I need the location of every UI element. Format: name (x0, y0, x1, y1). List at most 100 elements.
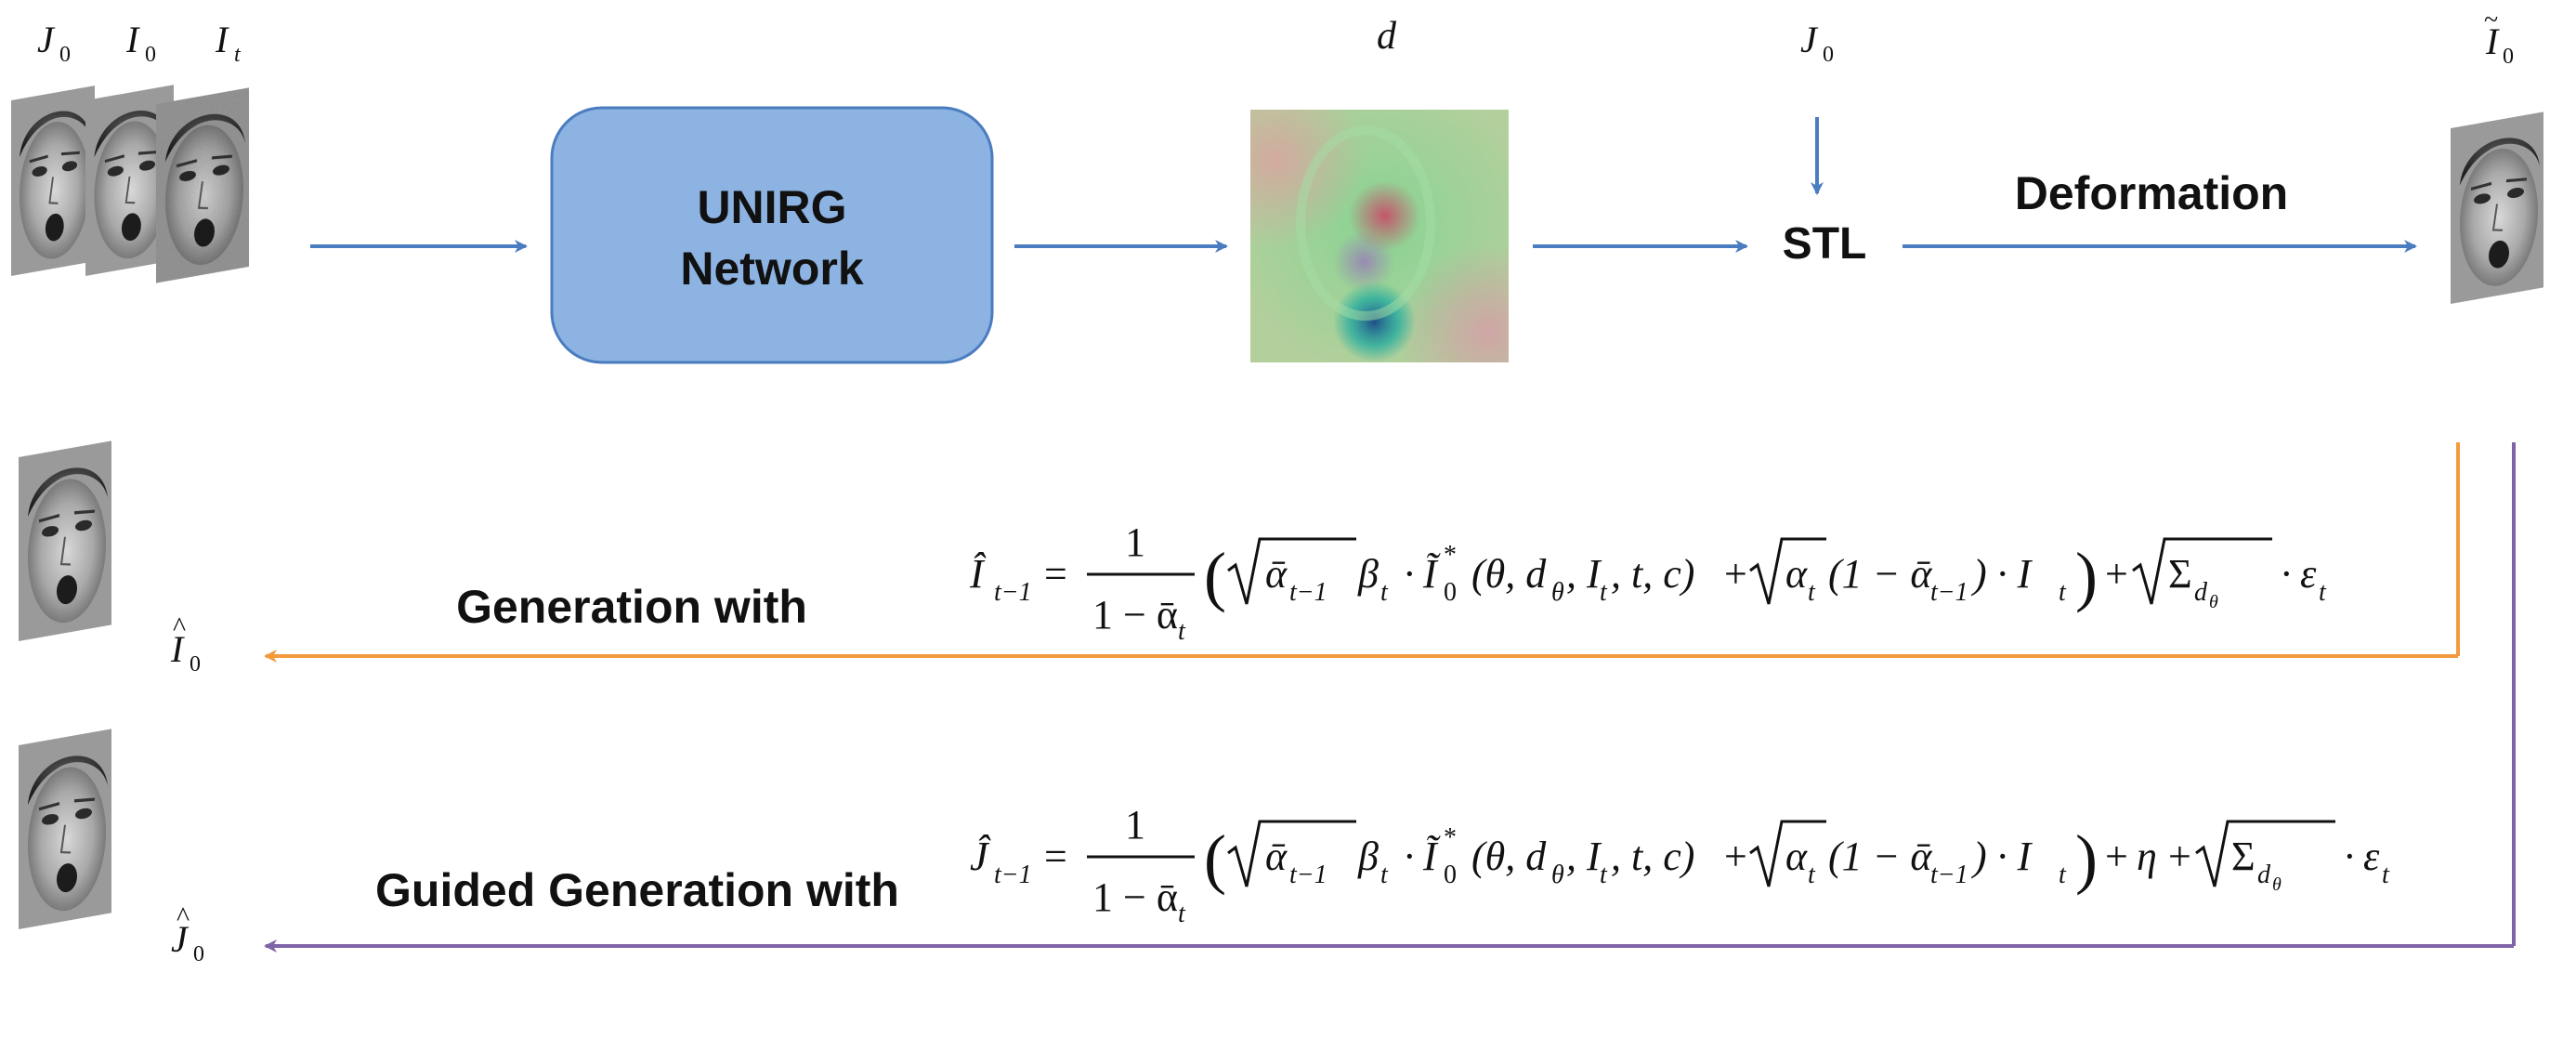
svg-text:1 − ᾱ: 1 − ᾱ (1092, 874, 1178, 920)
stl-input-label-j0: J 0 (1800, 19, 1834, 67)
svg-text:(: ( (1204, 539, 1226, 613)
svg-text:I: I (125, 19, 140, 60)
svg-text:t: t (234, 43, 242, 67)
svg-text:t: t (1600, 861, 1608, 889)
svg-text:I: I (170, 628, 185, 670)
svg-text:α: α (1785, 551, 1808, 597)
svg-text:0: 0 (2503, 45, 2514, 69)
svg-text:(1 − ᾱ: (1 − ᾱ (1828, 551, 1932, 597)
svg-text:t: t (2382, 861, 2390, 889)
svg-text:ε: ε (2300, 551, 2317, 597)
svg-text:=: = (1044, 551, 1067, 597)
svg-text:0: 0 (193, 942, 204, 966)
svg-text:+: + (2168, 834, 2191, 879)
svg-text:Σ: Σ (2168, 551, 2192, 597)
svg-text:0: 0 (1444, 578, 1457, 607)
svg-text:t−1: t−1 (1930, 861, 1968, 889)
svg-text:t: t (1808, 861, 1816, 889)
svg-text:J: J (171, 918, 190, 960)
label-i0-hat: I ^ 0 (170, 611, 201, 677)
svg-text:η: η (2137, 834, 2157, 879)
svg-text:(θ, d: (θ, d (1471, 834, 1547, 879)
svg-text:(θ, d: (θ, d (1471, 551, 1547, 597)
svg-text:t: t (1600, 578, 1608, 607)
svg-text:t: t (1380, 861, 1389, 889)
svg-text:(1 − ᾱ: (1 − ᾱ (1828, 834, 1932, 879)
generation-label: Generation with (456, 581, 807, 633)
deformation-field-image (1250, 110, 1509, 362)
svg-text:): ) (2075, 821, 2098, 896)
svg-text:0: 0 (1823, 43, 1834, 67)
svg-text:+: + (2105, 551, 2128, 597)
svg-text:J: J (1800, 19, 1819, 60)
svg-text:t−1: t−1 (1289, 578, 1327, 607)
svg-text:, t, c): , t, c) (1611, 551, 1694, 597)
svg-text:t: t (1178, 617, 1186, 646)
svg-text:~: ~ (2484, 6, 2498, 34)
svg-text:t−1: t−1 (1289, 861, 1327, 889)
svg-text:t−1: t−1 (994, 578, 1032, 607)
svg-text:0: 0 (1444, 861, 1457, 889)
svg-text:+: + (2105, 834, 2128, 879)
equation-generation: Î t−1 = 1 1 − ᾱ t ( ᾱ t−1 β t · Ĩ * 0 (θ… (969, 519, 2327, 646)
svg-text:*: * (1444, 541, 1457, 570)
network-label-line1: UNIRG (697, 181, 846, 233)
svg-text:·: · (1403, 551, 1417, 597)
svg-text:=: = (1044, 834, 1067, 879)
input-image-stack (9, 83, 251, 285)
label-i0: I 0 (125, 19, 156, 67)
svg-text:I: I (215, 19, 229, 60)
svg-text:ᾱ: ᾱ (1265, 834, 1288, 879)
svg-text:θ: θ (1551, 578, 1564, 607)
face-image-it-noisy (154, 85, 251, 285)
svg-text:0: 0 (190, 652, 201, 677)
label-d: d (1377, 15, 1397, 58)
svg-text:^: ^ (173, 611, 186, 642)
deformation-label: Deformation (2015, 167, 2288, 219)
svg-text:I: I (2485, 20, 2500, 62)
svg-text:t: t (2319, 578, 2327, 607)
svg-text:1: 1 (1125, 519, 1145, 565)
svg-text:β: β (1357, 551, 1379, 597)
svg-text:t: t (1808, 578, 1816, 607)
label-i0-tilde: I ~ 0 (2484, 6, 2514, 69)
svg-text:Ĩ: Ĩ (1422, 551, 1441, 597)
svg-text:) · I: ) · I (1970, 551, 2033, 597)
svg-text:·: · (2280, 551, 2294, 597)
generated-face-j0-hat (17, 727, 113, 931)
equation-guided-generation: Ĵ t−1 = 1 1 − ᾱ t ( ᾱ t−1 β t · Ĩ * 0 (θ… (970, 802, 2390, 928)
svg-text:θ: θ (2209, 592, 2218, 612)
svg-text:): ) (2075, 539, 2098, 613)
svg-text:β: β (1357, 834, 1379, 879)
unirg-network-box: UNIRG Network (550, 106, 994, 364)
svg-text:, t, c): , t, c) (1611, 834, 1694, 879)
svg-text:α: α (1785, 834, 1808, 879)
svg-text:θ: θ (1551, 861, 1564, 889)
label-it: I t (215, 19, 242, 67)
svg-text:Ĩ: Ĩ (1422, 834, 1441, 879)
generated-face-i0-hat (17, 439, 113, 643)
svg-text:·: · (2343, 834, 2357, 879)
svg-text:, I: , I (1566, 551, 1602, 597)
svg-text:J: J (37, 19, 56, 60)
svg-text:t−1: t−1 (1930, 578, 1968, 607)
svg-text:0: 0 (145, 43, 156, 67)
svg-text:t: t (2059, 861, 2067, 889)
svg-text:d: d (2194, 578, 2208, 607)
svg-text:t: t (2059, 578, 2067, 607)
svg-text:ε: ε (2363, 834, 2380, 879)
svg-text:+: + (1724, 834, 1747, 879)
svg-text:t: t (1178, 900, 1186, 928)
svg-text:1: 1 (1125, 802, 1145, 847)
svg-text:0: 0 (59, 43, 71, 67)
svg-text:+: + (1724, 551, 1747, 597)
svg-text:Î: Î (969, 551, 987, 597)
network-label-line2: Network (680, 243, 863, 295)
svg-text:^: ^ (177, 901, 190, 932)
svg-text:) · I: ) · I (1970, 834, 2033, 879)
svg-text:·: · (1403, 834, 1417, 879)
svg-text:ᾱ: ᾱ (1265, 551, 1288, 597)
svg-text:(: ( (1204, 821, 1226, 896)
stl-label: STL (1783, 219, 1867, 269)
